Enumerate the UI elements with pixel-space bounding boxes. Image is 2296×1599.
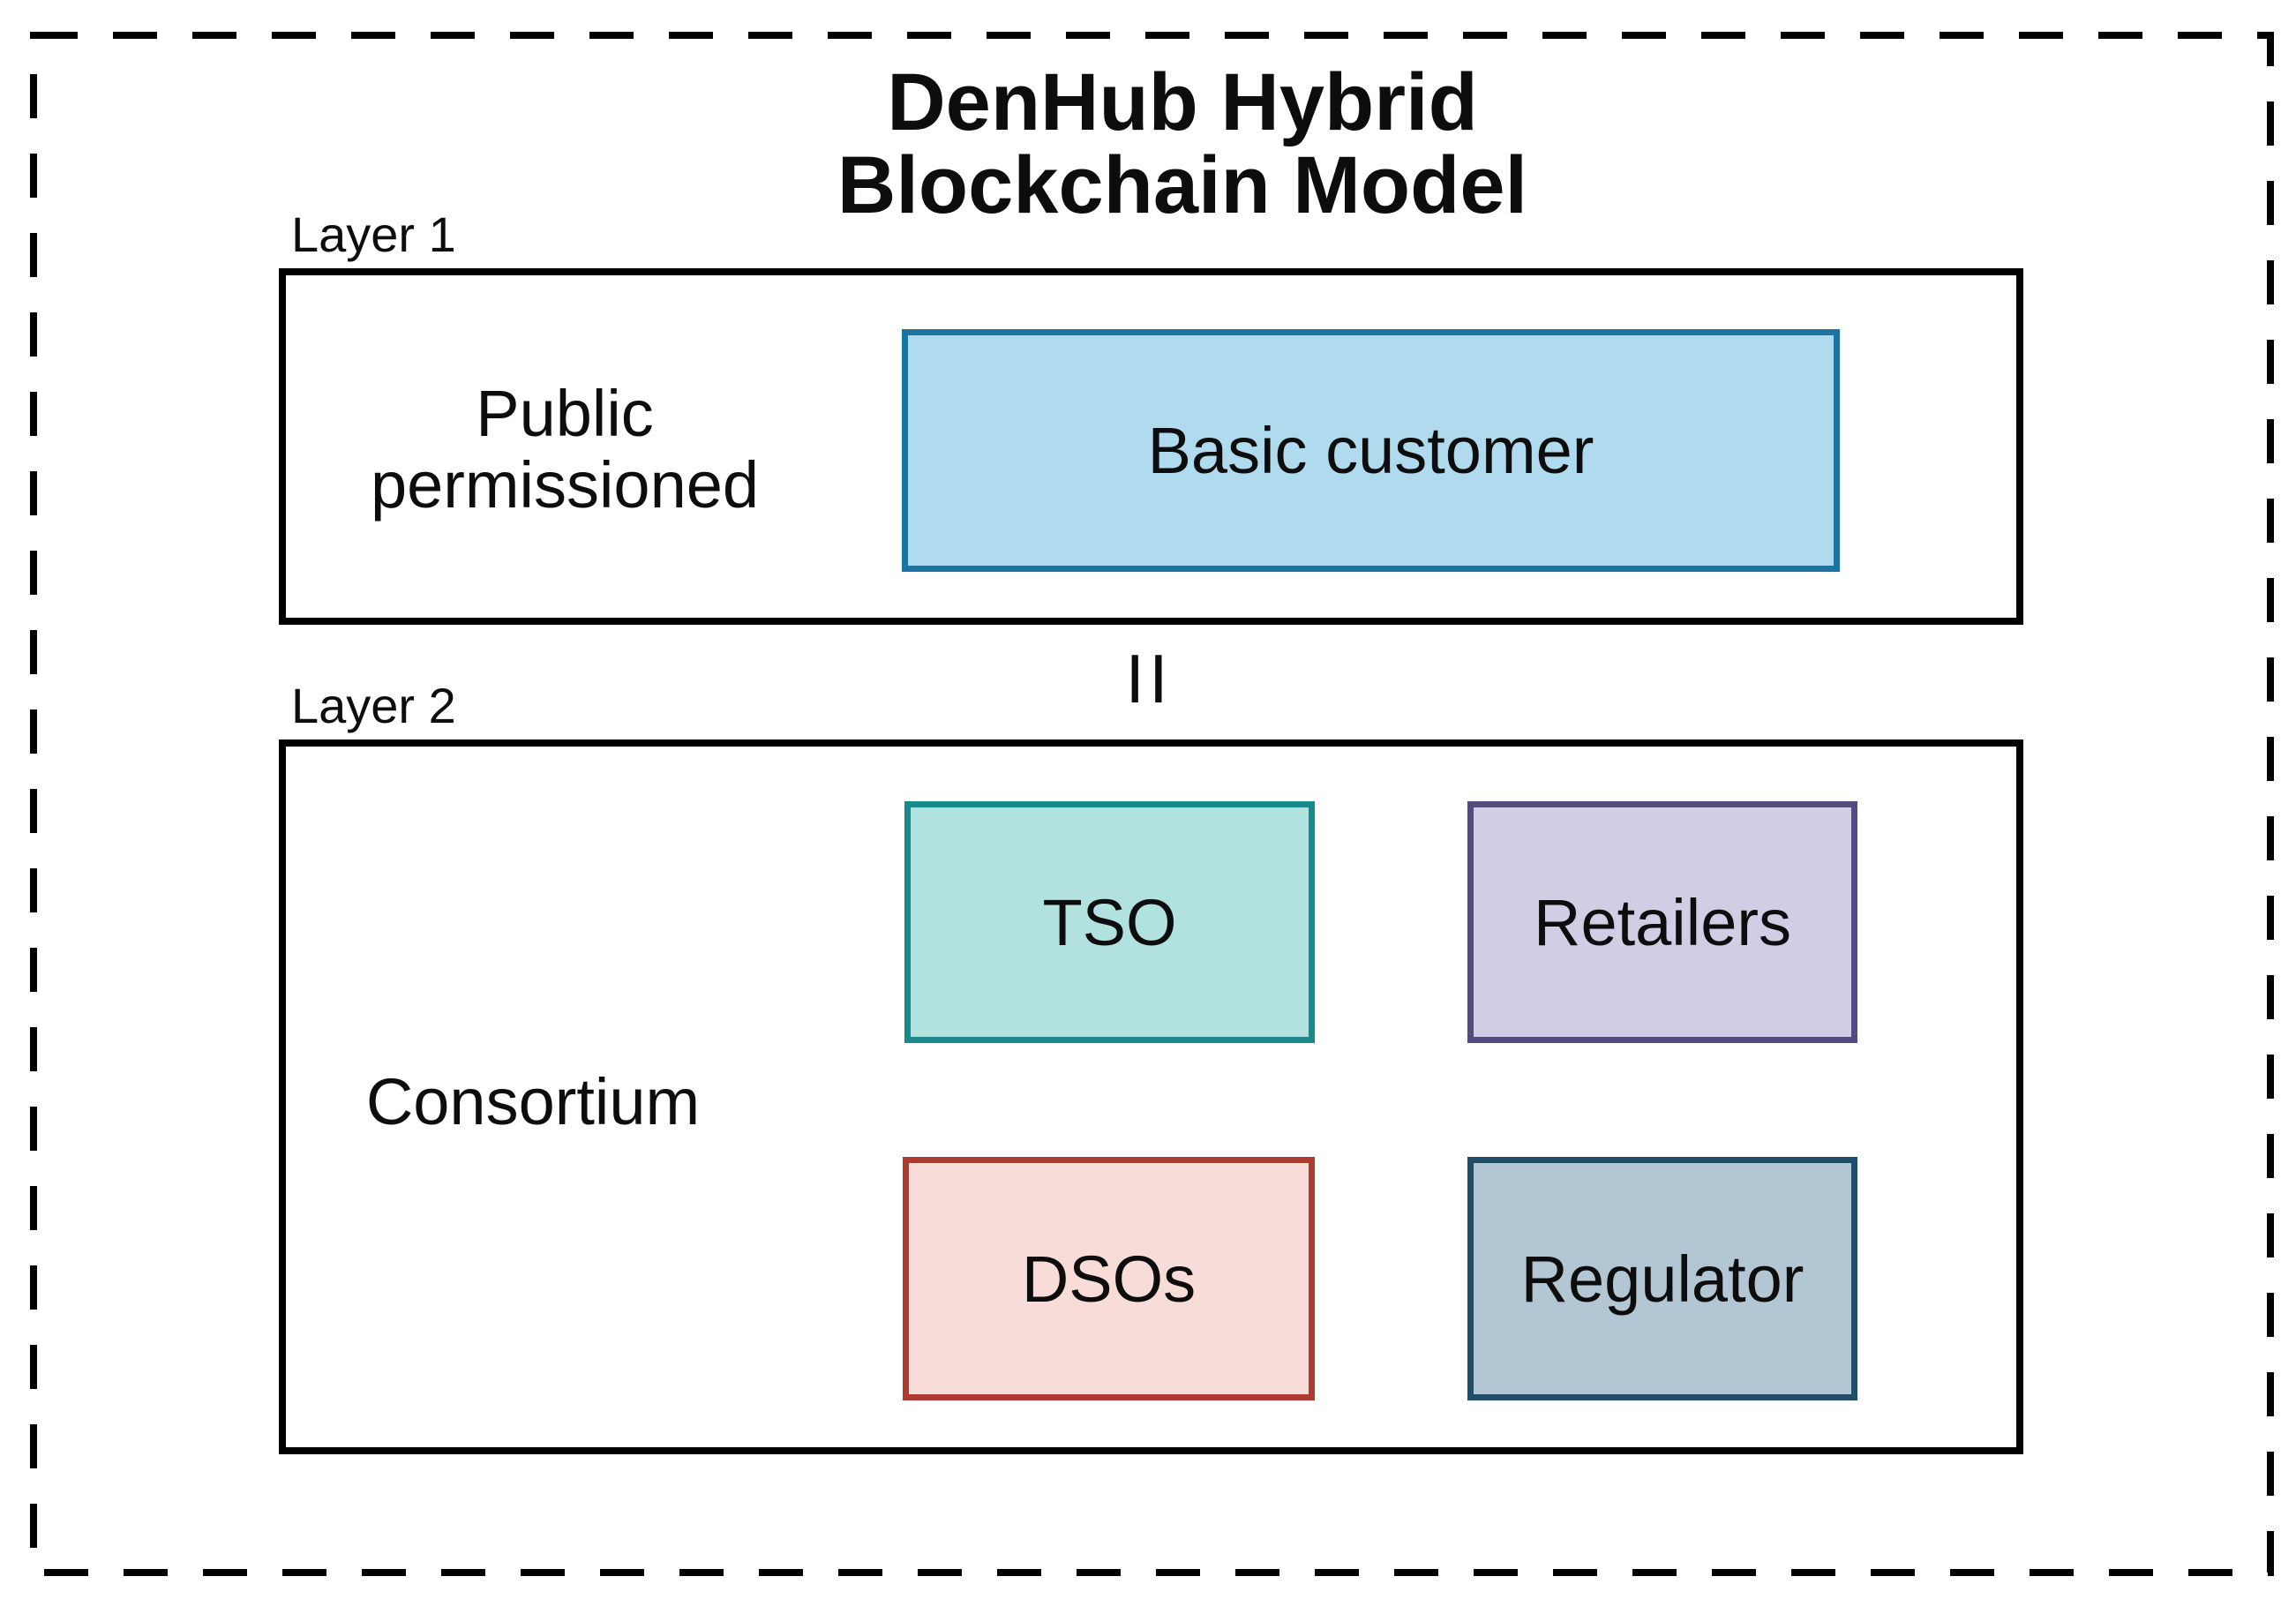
layer1-caption: Layer 1 (291, 206, 456, 262)
node-regulator-label: Regulator (1520, 1242, 1805, 1316)
layer2-box (279, 739, 2023, 1454)
layer2-caption: Layer 2 (291, 678, 456, 733)
node-regulator: Regulator (1467, 1157, 1857, 1400)
node-dsos-label: DSOs (1021, 1242, 1197, 1316)
diagram-title: DenHub Hybrid Blockchain Model (837, 57, 1528, 230)
node-basic-customer: Basic customer (902, 329, 1840, 572)
layer2-side-label: Consortium (365, 1065, 701, 1138)
node-dsos: DSOs (903, 1157, 1315, 1400)
node-tso: TSO (904, 801, 1315, 1043)
dashed-frame-rect (30, 32, 2274, 1576)
node-retailers: Retailers (1467, 801, 1857, 1043)
node-retailers-label: Retailers (1534, 885, 1791, 959)
layer1-side-label: Public permissioned (370, 377, 760, 522)
layer-connector-symbol: II (1125, 640, 1173, 717)
layer1-box (279, 268, 2023, 625)
node-basic-customer-label: Basic customer (1147, 414, 1594, 487)
node-tso-label: TSO (1042, 885, 1177, 959)
